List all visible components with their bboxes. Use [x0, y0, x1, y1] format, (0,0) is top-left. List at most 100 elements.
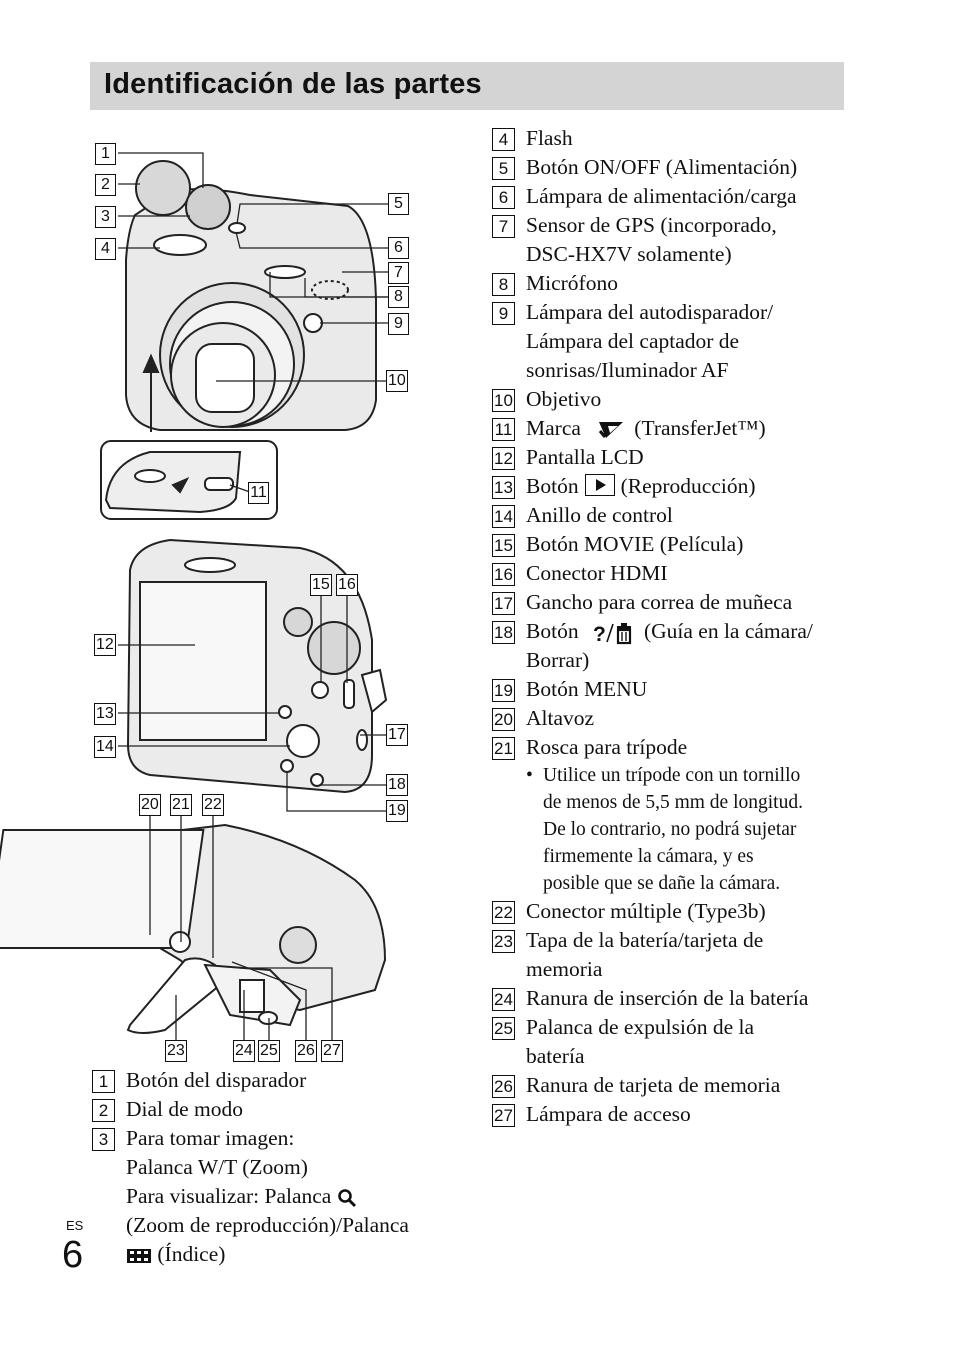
index-grid-icon: [127, 1249, 151, 1264]
item-number: 11: [492, 418, 515, 441]
item-text: batería: [526, 1044, 585, 1068]
item-text-line: Botón(Reproducción): [526, 472, 756, 501]
item-number: 27: [492, 1104, 515, 1127]
note-text: firmemente la cámara, y es: [543, 846, 754, 867]
callout-13: 13: [94, 703, 116, 725]
list-item: 14 Anillo de control: [492, 501, 852, 530]
note-line: firmemente la cámara, y es: [526, 843, 852, 870]
note-line: posible que se dañe la cámara.: [526, 870, 852, 897]
callout-15: 15: [310, 574, 332, 596]
item-number: 6: [492, 186, 515, 209]
item-text: Lámpara de acceso: [526, 1102, 691, 1126]
item-text: memoria: [526, 957, 603, 981]
item-number: 2: [92, 1099, 115, 1122]
note-text: Utilice un trípode con un tornillo: [543, 765, 801, 786]
item-text: Gancho para correa de muñeca: [526, 590, 793, 614]
callout-3: 3: [95, 206, 116, 228]
item-text: Conector múltiple (Type3b): [526, 899, 766, 923]
note-line: de menos de 5,5 mm de longitud.: [526, 789, 852, 816]
list-item: 11 Marca (TransferJet™): [492, 414, 852, 443]
item-text: sonrisas/Iluminador AF: [526, 358, 729, 382]
item-number: 8: [492, 273, 515, 296]
item-text-line: Marca (TransferJet™): [526, 414, 766, 443]
play-icon: [584, 474, 615, 496]
list-item: 6 Lámpara de alimentación/carga: [492, 182, 852, 211]
item-text: (Índice): [157, 1242, 226, 1266]
callout-10: 10: [386, 370, 408, 392]
callout-11: 11: [248, 482, 269, 504]
parts-list-left: 1 Botón del disparador 2 Dial de modo 3 …: [92, 1066, 472, 1269]
item-number: 10: [492, 389, 515, 412]
callout-1: 1: [95, 143, 116, 165]
item-text: DSC-HX7V solamente): [526, 242, 732, 266]
item-number: 23: [492, 930, 515, 953]
callout-23: 23: [165, 1040, 187, 1062]
item-number: 15: [492, 534, 515, 557]
list-item: 16 Conector HDMI: [492, 559, 852, 588]
list-item: 10 Objetivo: [492, 385, 852, 414]
item-number: 9: [492, 302, 515, 325]
list-item: 5 Botón ON/OFF (Alimentación): [492, 153, 852, 182]
magnifier-icon: [337, 1189, 356, 1208]
item-number: 13: [492, 476, 515, 499]
item-text: Lámpara del captador de: [526, 329, 740, 353]
callout-19: 19: [386, 800, 408, 822]
svg-text:?: ?: [593, 623, 606, 645]
item-number: 24: [492, 988, 515, 1011]
item-number: 4: [492, 128, 515, 151]
item-number: 25: [492, 1017, 515, 1040]
item-text: Rosca para trípode: [526, 735, 688, 759]
page-language: ES: [66, 1218, 84, 1233]
note-text: posible que se dañe la cámara.: [543, 873, 781, 894]
list-item: 13 Botón(Reproducción): [492, 472, 852, 501]
item-number: 16: [492, 563, 515, 586]
item-number: 22: [492, 901, 515, 924]
item-text: Para visualizar: Palanca: [126, 1184, 332, 1208]
item-number: 14: [492, 505, 515, 528]
item-text: Micrófono: [526, 271, 618, 295]
note-text: De lo contrario, no podrá sujetar: [543, 819, 797, 840]
title-bar: Identificación de las partes: [90, 62, 844, 110]
item-number: 18: [492, 621, 515, 644]
callout-7: 7: [388, 262, 409, 284]
camera-bottom-inset: [100, 440, 278, 520]
item-number: 21: [492, 737, 515, 760]
item-number: 17: [492, 592, 515, 615]
item-text: (Zoom de reproducción)/Palanca: [126, 1213, 409, 1237]
item-text: Botón MOVIE (Película): [526, 532, 744, 556]
item-number: 26: [492, 1075, 515, 1098]
item-number: 12: [492, 447, 515, 470]
callout-26: 26: [295, 1040, 317, 1062]
item-text: (Reproducción): [620, 474, 756, 498]
callout-9: 9: [388, 313, 409, 335]
callout-5: 5: [388, 193, 409, 215]
callout-17: 17: [386, 724, 408, 746]
item-number: 5: [492, 157, 515, 180]
item-text: Dial de modo: [126, 1097, 244, 1121]
callout-14: 14: [94, 736, 116, 758]
item-number: 7: [492, 215, 515, 238]
camera-front-view: [125, 160, 377, 432]
item-number: 19: [492, 679, 515, 702]
item-text: Anillo de control: [526, 503, 673, 527]
item-text: (Guía en la cámara/: [643, 619, 813, 643]
item-text-line: (Índice): [126, 1240, 409, 1269]
item-text: Botón ON/OFF (Alimentación): [526, 155, 798, 179]
item-text: Lámpara de alimentación/carga: [526, 184, 797, 208]
callout-4: 4: [95, 238, 116, 260]
list-item: 8 Micrófono: [492, 269, 852, 298]
item-text: Conector HDMI: [526, 561, 668, 585]
callout-6: 6: [388, 237, 409, 259]
item-text: Altavoz: [526, 706, 595, 730]
item-number: 20: [492, 708, 515, 731]
note-block: •Utilice un trípode con un tornillo de m…: [492, 762, 852, 897]
note-line: •Utilice un trípode con un tornillo: [526, 762, 852, 789]
item-text: Para tomar imagen:: [126, 1126, 295, 1150]
list-item: 1 Botón del disparador: [92, 1066, 472, 1095]
item-text: Palanca de expulsión de la: [526, 1015, 755, 1039]
item-text: Objetivo: [526, 387, 602, 411]
